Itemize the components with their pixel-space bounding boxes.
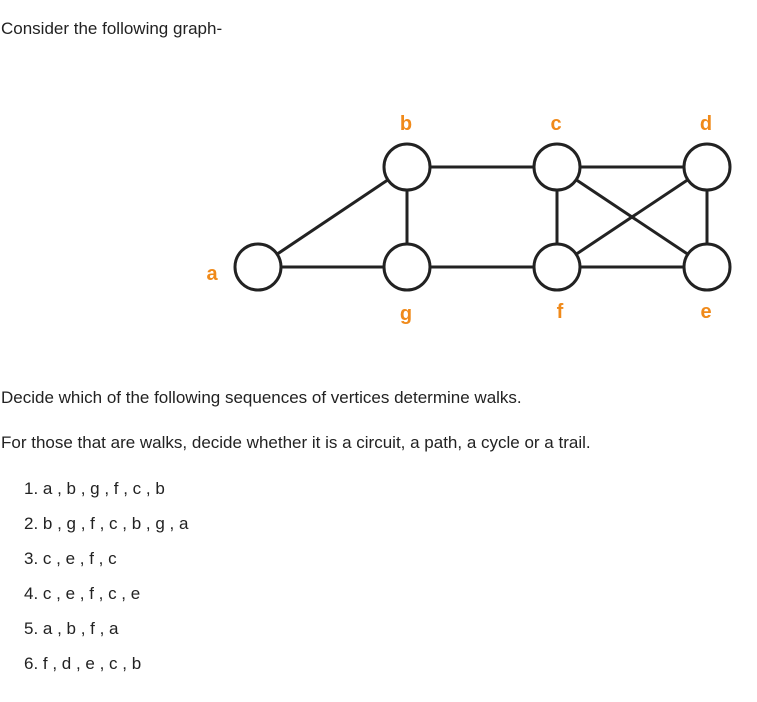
vertex-g <box>382 242 432 292</box>
vertex-label-d: d <box>700 113 712 135</box>
graph-nodes <box>233 142 732 292</box>
vertex-label-a: a <box>206 263 218 285</box>
vertex-c <box>532 142 582 192</box>
graph-edges <box>276 165 709 269</box>
vertex-label-e: e <box>700 301 711 323</box>
question-walks: Decide which of the following sequences … <box>1 388 522 407</box>
vertex-e <box>682 242 732 292</box>
sequence-list: 1. a , b , g , f , c , b 2. b , g , f , … <box>24 478 188 688</box>
edge-a-b <box>276 178 389 256</box>
vertex-a <box>233 242 283 292</box>
graph-figure: a b c d e f g <box>206 113 732 325</box>
sequence-item-4: 4. c , e , f , c , e <box>24 584 141 603</box>
sequence-item-2: 2. b , g , f , c , b , g , a <box>24 514 189 533</box>
sequence-item-5: 5. a , b , f , a <box>24 619 119 638</box>
vertex-d <box>682 142 732 192</box>
sequence-item-3: 3. c , e , f , c <box>24 549 117 568</box>
sequence-item-1: 1. a , b , g , f , c , b <box>24 479 165 498</box>
vertex-label-c: c <box>550 113 561 135</box>
vertex-f <box>532 242 582 292</box>
vertex-label-g: g <box>400 303 412 325</box>
graph-labels: a b c d e f g <box>206 113 712 325</box>
vertex-label-f: f <box>557 301 564 323</box>
intro-text: Consider the following graph- <box>1 19 223 38</box>
vertex-label-b: b <box>400 113 412 135</box>
edge-d-f <box>575 178 689 256</box>
sequence-item-6: 6. f , d , e , c , b <box>24 654 142 673</box>
question-classify: For those that are walks, decide whether… <box>1 433 591 452</box>
vertex-b <box>382 142 432 192</box>
